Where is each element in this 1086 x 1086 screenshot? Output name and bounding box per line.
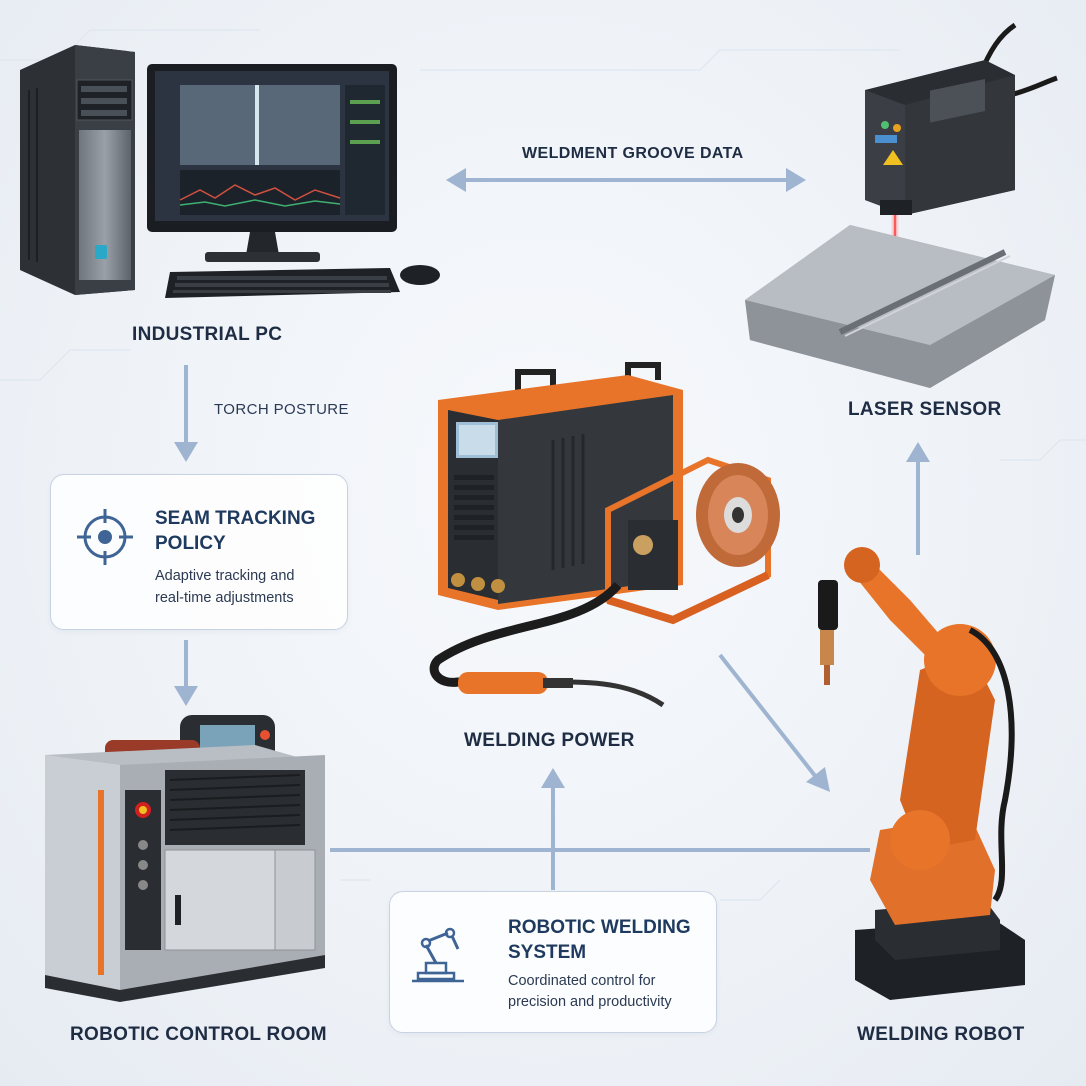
laser-sensor-illustration (745, 22, 1058, 388)
robotic-welding-title-2: SYSTEM (508, 942, 587, 963)
node-label-welding-power: WELDING POWER (464, 730, 635, 751)
robotic-control-room-illustration (45, 715, 325, 1002)
control-cabinet (45, 745, 325, 1002)
laser-sensor-body (865, 60, 1015, 215)
robot-arm (844, 547, 996, 925)
robotic-welding-card: ROBOTIC WELDING SYSTEM Coordinated contr… (389, 891, 717, 1033)
node-label-robotic-control-room: ROBOTIC CONTROL ROOM (70, 1024, 327, 1045)
pc-tower (20, 45, 135, 295)
seam-tracking-title-1: SEAM TRACKING (155, 508, 316, 529)
robot-torch (818, 580, 838, 685)
welding-robot-illustration (818, 547, 1025, 1000)
edge-label-torch-posture: TORCH POSTURE (214, 401, 349, 418)
weldment-plate (745, 225, 1055, 388)
edge-power-to-robot (718, 653, 830, 792)
robotic-welding-text-2: precision and productivity (508, 994, 672, 1010)
edge-weldment-groove (446, 168, 806, 192)
robot-arm-icon (412, 927, 464, 983)
edge-policy-to-control (174, 640, 198, 706)
pc-mouse (400, 265, 440, 285)
node-label-industrial-pc: INDUSTRIAL PC (132, 324, 283, 345)
seam-tracking-card: SEAM TRACKING POLICY Adaptive tracking a… (50, 474, 348, 630)
welding-torch (429, 581, 665, 708)
seam-tracking-text-1: Adaptive tracking and (155, 568, 295, 584)
pc-monitor (147, 64, 397, 262)
industrial-pc-illustration (20, 45, 440, 298)
node-label-welding-robot: WELDING ROBOT (857, 1024, 1025, 1045)
edge-torch-posture (174, 365, 198, 462)
welding-power-illustration (429, 362, 780, 708)
edge-robot-to-laser (906, 442, 930, 555)
robotic-welding-text-1: Coordinated control for (508, 973, 656, 989)
crosshair-icon (77, 509, 133, 565)
robotic-welding-title-1: ROBOTIC WELDING (508, 917, 691, 938)
seam-tracking-text-2: real-time adjustments (155, 590, 294, 606)
edge-system-to-power (541, 768, 565, 890)
node-label-laser-sensor: LASER SENSOR (848, 399, 1002, 420)
power-source-body (438, 375, 683, 610)
seam-tracking-title-2: POLICY (155, 533, 226, 554)
edge-label-weldment-groove: WELDMENT GROOVE DATA (522, 145, 744, 162)
pc-keyboard (165, 268, 400, 298)
